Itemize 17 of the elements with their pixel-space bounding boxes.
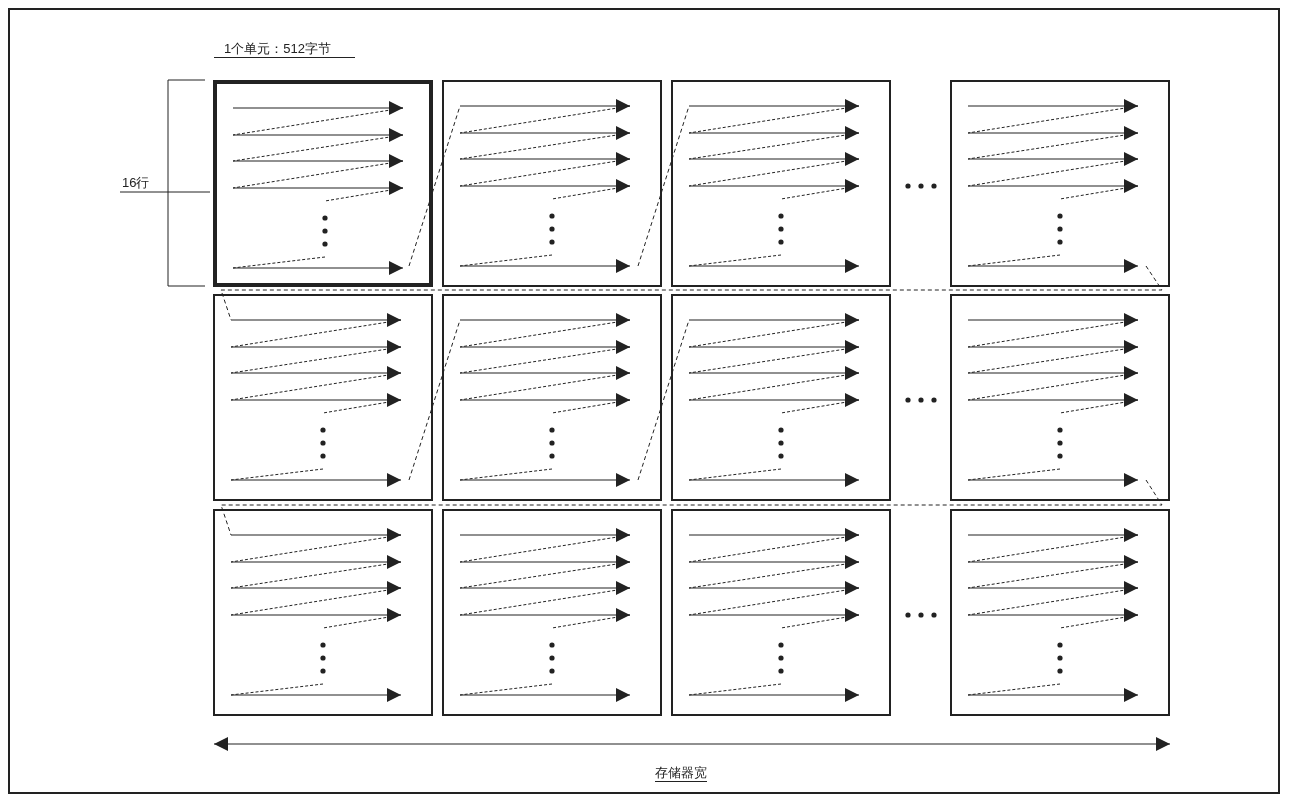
scan-order-connector: [220, 479, 1163, 536]
memory-unit-box: [442, 509, 662, 716]
scan-order-connector: [220, 265, 1163, 321]
memory-unit-box: [671, 294, 891, 501]
memory-unit-box: [213, 80, 433, 287]
memory-unit-box: [950, 294, 1170, 501]
memory-unit-box: [442, 294, 662, 501]
memory-unit-box: [213, 294, 433, 501]
memory-width-label: 存储器宽: [655, 765, 707, 782]
row-count-label: 16行: [122, 175, 150, 191]
memory-unit-box: [671, 80, 891, 287]
unit-size-label: 1个单元：512字节: [214, 41, 355, 58]
memory-unit-box: [213, 509, 433, 716]
memory-unit-box: [950, 509, 1170, 716]
memory-unit-box: [442, 80, 662, 287]
memory-unit-box: [950, 80, 1170, 287]
memory-unit-box: [671, 509, 891, 716]
